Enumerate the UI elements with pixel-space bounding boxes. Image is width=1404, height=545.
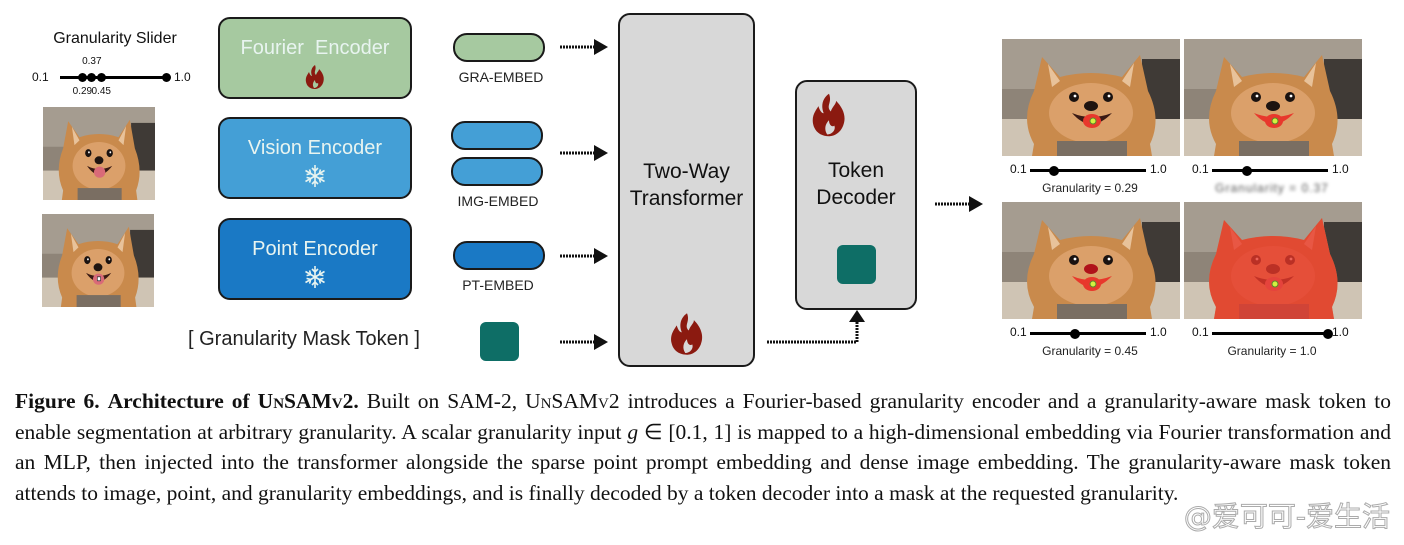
- result-granularity-caption: Granularity = 1.0: [1227, 344, 1317, 358]
- fire-icon: [220, 64, 410, 90]
- slider-track[interactable]: [1030, 166, 1146, 176]
- slider-knob[interactable]: [1049, 166, 1060, 176]
- caption-text-3: is mapped to a high-dimensional embeddin…: [15, 419, 1391, 505]
- img-embed-token-1: [451, 121, 543, 150]
- granularity-mask-token-label: [ Granularity Mask Token ]: [188, 328, 420, 350]
- slider-title: Granularity Slider: [53, 30, 177, 47]
- slider-max-label: 1.0: [1150, 325, 1167, 339]
- vision-encoder-label: Vision Encoder: [247, 137, 383, 159]
- caption-text-2: introduces a Fourier-based granularity e…: [15, 389, 1392, 444]
- slider-mark[interactable]: [77, 73, 87, 82]
- title-period: .: [353, 389, 359, 413]
- arrow-right-icon: [560, 246, 610, 266]
- slider-max-label: 1.0: [1332, 162, 1349, 176]
- result-granularity-caption: Granularity = 0.29: [1042, 181, 1138, 195]
- arrow-right-icon: [935, 194, 985, 214]
- gra-embed-label: GRA-EMBED: [458, 69, 544, 85]
- slider-mark[interactable]: [96, 73, 106, 82]
- img-embed-label: IMG-EMBED: [457, 193, 539, 209]
- slider-min-label: 0.1: [1010, 325, 1027, 339]
- arrow-right-icon: [560, 332, 610, 352]
- fourier-encoder-label: Fourier Encoder: [240, 37, 390, 59]
- slider-mark-label: 0.37: [82, 56, 102, 67]
- slider-min-label: 0.1: [1192, 162, 1209, 176]
- slider-max-label: 1.0: [1332, 325, 1349, 339]
- decoder-label-line2: Decoder: [816, 186, 896, 209]
- decoder-label-line1: Token: [827, 159, 885, 182]
- result-granularity-slider[interactable]: 0.1 1.0: [1182, 159, 1362, 179]
- fire-icon: [668, 311, 706, 362]
- figure-label: Figure 6.: [15, 389, 100, 413]
- result-granularity-caption: Granularity = 0.37: [1215, 181, 1329, 195]
- gra-embed-token: [453, 33, 545, 62]
- vision-encoder: Vision Encoder: [218, 117, 412, 199]
- decoded-mask-token: [837, 245, 876, 284]
- point-encoder-label: Point Encoder: [252, 238, 378, 260]
- slider-mark[interactable]: [161, 73, 171, 82]
- slider-min-label: 0.1: [32, 70, 49, 84]
- math-range: ∈ [0.1, 1]: [638, 419, 732, 444]
- granularity-mask-token: [480, 322, 519, 361]
- slider-knob[interactable]: [1323, 329, 1333, 339]
- pt-embed-token: [453, 241, 545, 270]
- slider-track[interactable]: [1212, 166, 1328, 176]
- transformer-label-line1: Two-Way: [643, 160, 730, 183]
- granularity-slider[interactable]: 0.1 1.0 0.29 0.37 0.45: [30, 56, 200, 100]
- snowflake-icon: [220, 265, 410, 291]
- elbow-arrow-icon: [765, 310, 875, 355]
- arrow-right-icon: [560, 37, 610, 57]
- result-image: [1002, 39, 1180, 156]
- math-var: g: [627, 419, 639, 444]
- figure-caption: Figure 6. Architecture of UnSAMv2. Built…: [15, 386, 1391, 508]
- slider-track[interactable]: [1030, 329, 1146, 339]
- snowflake-icon: [220, 164, 410, 190]
- slider-mark-label: 0.29: [72, 86, 93, 97]
- slider-track[interactable]: [60, 73, 171, 82]
- slider-mark[interactable]: [87, 73, 97, 82]
- fourier-encoder: Fourier Encoder: [218, 17, 412, 99]
- result-image: [1184, 39, 1362, 156]
- transformer-label-line2: Transformer: [629, 187, 744, 210]
- pt-embed-label: PT-EMBED: [462, 277, 534, 293]
- point-encoder: Point Encoder: [218, 218, 412, 300]
- two-way-transformer: Two-Way Transformer: [618, 13, 755, 367]
- slider-track[interactable]: [1212, 329, 1333, 339]
- input-image-1: [43, 107, 155, 200]
- figure-title-prefix: Architecture of: [107, 389, 258, 413]
- slider-knob[interactable]: [1070, 329, 1081, 339]
- slider-max-label: 1.0: [174, 70, 191, 84]
- result-granularity-caption: Granularity = 0.45: [1042, 344, 1138, 358]
- caption-text-1: Built on SAM-2,: [358, 389, 526, 413]
- input-image-2-with-point: [42, 214, 154, 307]
- slider-knob[interactable]: [1241, 166, 1252, 176]
- result-image: [1184, 202, 1362, 319]
- result-granularity-slider[interactable]: 0.1 1.0: [1182, 322, 1362, 342]
- result-granularity-slider[interactable]: 0.1 1.0: [1000, 322, 1180, 342]
- result-image: [1002, 202, 1180, 319]
- model-name-inline: UnSAMv2: [525, 389, 620, 413]
- token-decoder: Token Decoder: [795, 80, 917, 310]
- slider-max-label: 1.0: [1150, 162, 1167, 176]
- img-embed-token-2: [451, 157, 543, 186]
- model-name: UnSAMv2: [257, 389, 354, 413]
- slider-min-label: 0.1: [1010, 162, 1027, 176]
- watermark: @爱可可-爱生活: [1183, 500, 1390, 534]
- result-granularity-slider[interactable]: 0.1 1.0: [1000, 159, 1180, 179]
- arrow-right-icon: [560, 143, 610, 163]
- slider-min-label: 0.1: [1192, 325, 1209, 339]
- slider-mark-label: 0.45: [91, 86, 111, 97]
- fire-icon: [809, 92, 849, 143]
